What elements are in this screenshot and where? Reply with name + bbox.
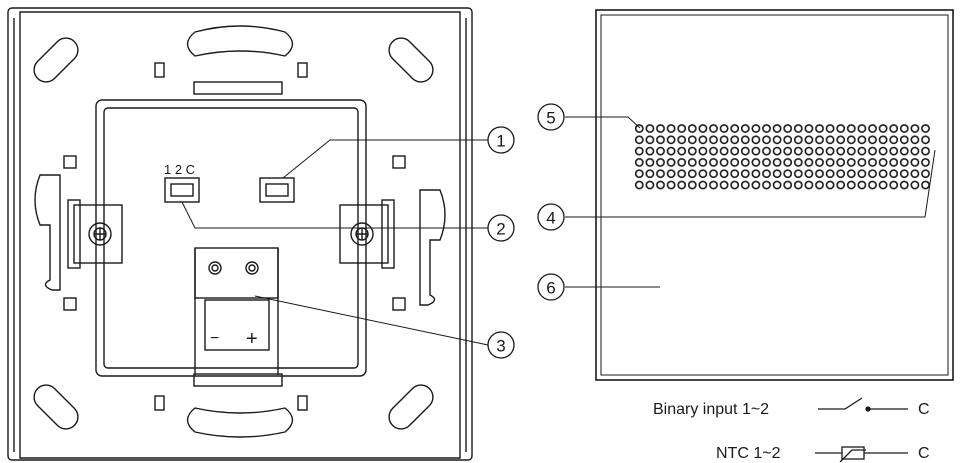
left-clamp — [67, 199, 123, 269]
sensor-grille — [634, 123, 931, 191]
svg-text:5: 5 — [546, 109, 555, 128]
corner-slot-bl — [33, 384, 79, 430]
minus-sign: − — [210, 330, 219, 347]
corner-slot-tr — [388, 37, 434, 83]
callout-3: 3 — [487, 331, 515, 359]
callout-1: 1 — [487, 126, 515, 154]
binary-input-label: Binary input 1~2 — [653, 401, 769, 418]
leader-lines-left — [181, 139, 489, 346]
callout-2: 2 — [487, 214, 515, 242]
top-slot — [186, 25, 294, 57]
callout-4: 4 — [537, 203, 565, 231]
binary-terminal-label: C — [918, 401, 930, 418]
ntc-terminal — [259, 177, 295, 203]
right-clamp — [339, 199, 395, 269]
switch-symbol — [818, 397, 908, 412]
input-terminal — [164, 177, 200, 203]
ntc-terminal-label: C — [918, 445, 930, 462]
svg-text:2: 2 — [496, 220, 505, 239]
bottom-slot — [186, 407, 294, 438]
svg-text:6: 6 — [546, 279, 555, 298]
terminal-label: 1 2 C — [164, 162, 195, 177]
module-housing — [95, 99, 367, 377]
mounting-frame — [7, 7, 473, 461]
svg-text:4: 4 — [546, 209, 555, 228]
svg-text:3: 3 — [496, 337, 505, 356]
svg-text:1: 1 — [496, 132, 505, 151]
thermistor-symbol — [815, 446, 908, 463]
front-panel — [595, 9, 954, 381]
callout-5: 5 — [537, 103, 565, 131]
ntc-label: NTC 1~2 — [716, 445, 781, 462]
wiring-legend: Binary input 1~2 C NTC 1~2 C — [653, 397, 930, 463]
corner-slot-tl — [33, 37, 79, 83]
corner-slot-br — [388, 384, 434, 430]
callout-6: 6 — [537, 273, 565, 301]
bus-connector — [194, 247, 279, 375]
plus-sign: + — [246, 328, 258, 350]
leader-lines-right — [565, 116, 936, 288]
